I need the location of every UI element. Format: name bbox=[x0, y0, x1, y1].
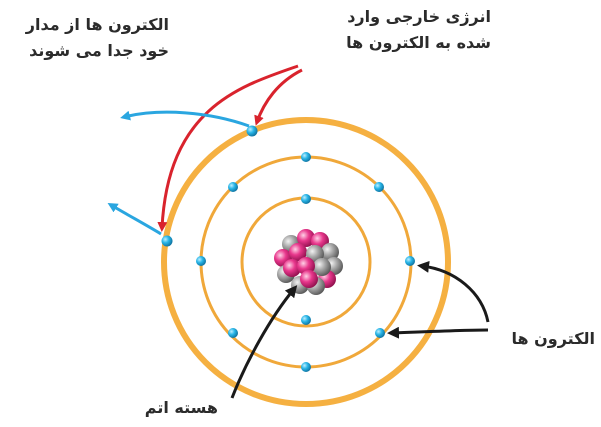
proton bbox=[289, 243, 307, 261]
electron bbox=[301, 362, 311, 372]
neutron bbox=[313, 258, 331, 276]
electron bbox=[301, 315, 311, 325]
energy-arrow bbox=[157, 64, 299, 232]
energy-label-line-1: انرژی خارجی وارد bbox=[347, 7, 491, 26]
electrons-label: الکترون ها bbox=[511, 329, 595, 348]
nucleus-label: هسته اتم bbox=[144, 398, 218, 417]
electron bbox=[228, 182, 238, 192]
detach-label: الکترون ها از مدار خود جدا می شوند bbox=[26, 12, 169, 64]
escape-arrow bbox=[107, 202, 162, 236]
electron bbox=[405, 256, 415, 266]
electron bbox=[301, 194, 311, 204]
electron bbox=[196, 256, 206, 266]
energy-arrow bbox=[254, 68, 303, 126]
energy-label-line-2: شده به الکترون ها bbox=[346, 33, 491, 52]
electron bbox=[228, 328, 238, 338]
detach-label-line-2: خود جدا می شوند bbox=[29, 41, 169, 60]
proton bbox=[283, 259, 301, 277]
proton bbox=[300, 270, 318, 288]
electron bbox=[374, 182, 384, 192]
electron bbox=[375, 328, 385, 338]
nucleus bbox=[274, 229, 343, 295]
outer-orbit bbox=[161, 117, 451, 407]
neutron bbox=[321, 243, 339, 261]
escape-arrow bbox=[120, 110, 250, 128]
electron bbox=[161, 235, 173, 247]
proton bbox=[297, 229, 315, 247]
nucleus-pointer-arrow bbox=[230, 285, 298, 399]
energy-label: انرژی خارجی وارد شده به الکترون ها bbox=[346, 4, 491, 56]
electrons-pointer-arrow bbox=[387, 326, 489, 339]
electron bbox=[301, 152, 311, 162]
detach-label-line-1: الکترون ها از مدار bbox=[25, 15, 169, 34]
electron bbox=[246, 125, 258, 137]
electrons-pointer-arrow bbox=[417, 260, 490, 323]
